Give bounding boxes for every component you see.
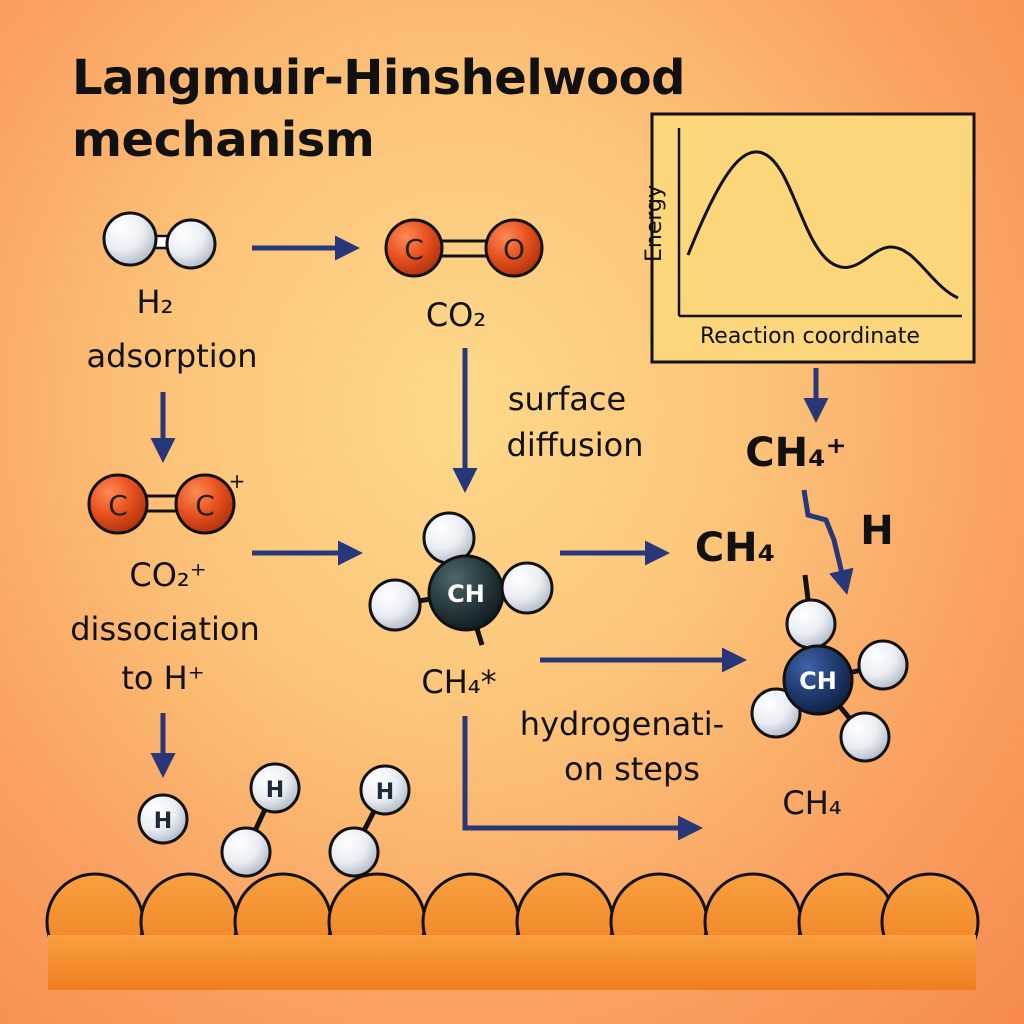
atom-label-h: H (376, 780, 394, 805)
hydrogenation-label-2: on steps (564, 750, 700, 788)
hydrogen-atom (500, 561, 554, 615)
energy-plot (650, 112, 976, 364)
hydrogen-atom (368, 578, 422, 632)
hydrogen-atom (857, 639, 909, 691)
diagram-title-line2: mechanism (72, 112, 375, 168)
dissociation-label: dissociation (70, 610, 260, 648)
atom-label-c: C (404, 233, 424, 266)
atom-label-h: H (154, 809, 172, 834)
hydrogen-atom (785, 598, 837, 650)
diagram-title-line1: Langmuir-Hinshelwood (72, 50, 685, 106)
co2-plus-molecule: C C + (87, 469, 246, 535)
hydrogen-atom (137, 793, 189, 845)
catalyst-surface (45, 872, 980, 990)
adsorption-label: adsorption (86, 337, 258, 375)
ch-molecule-center: CH (368, 511, 554, 646)
atom-label-ch: CH (799, 667, 837, 695)
energy-axis-label: Energy (642, 184, 667, 262)
h2-molecule (102, 211, 217, 270)
diffusion-label: diffusion (506, 426, 644, 464)
arrows (150, 235, 854, 841)
ch-molecule-right: CH (750, 574, 909, 763)
arrow-hydrogenation-path (462, 716, 703, 841)
surface-label: surface (507, 380, 627, 418)
charge-plus: + (229, 469, 246, 493)
atom-label-ch: CH (447, 580, 485, 608)
ch4-plus-label: CH₄⁺ (745, 430, 847, 476)
atom-label-h: H (266, 778, 284, 803)
hydrogenation-label-1: hydrogenati- (519, 705, 725, 743)
hydrogen-atom (102, 211, 158, 267)
hydrogen-atom (220, 826, 272, 878)
to-h-plus-label: to H⁺ (121, 659, 205, 697)
carbon-atom (87, 473, 149, 535)
carbon-atom (174, 473, 236, 535)
hydrogen-atom (750, 687, 802, 739)
oxygen-atom (484, 218, 544, 278)
ch4-star-label: CH₄* (421, 663, 497, 701)
ch4-product-label: CH₄ (694, 525, 776, 571)
atom-label-c: C (195, 489, 215, 522)
carbon-atom (782, 644, 854, 716)
hydrogen-atom (359, 764, 411, 816)
atom-label-o: O (503, 233, 525, 266)
carbon-atom (384, 218, 444, 278)
energy-profile-curve (686, 150, 959, 300)
co2-plus-label: CO₂⁺ (129, 556, 207, 594)
h-atom-label: H (860, 508, 894, 554)
hydrogen-atom (328, 826, 380, 878)
co2-molecule: C O (384, 218, 544, 278)
ch4-final-label: CH₄ (782, 784, 842, 822)
surface-hydrogens: H H H (137, 762, 411, 878)
co2-label: CO₂ (425, 296, 487, 334)
hydrogen-atom (165, 218, 217, 270)
atom-label-c: C (108, 489, 128, 522)
reaction-coordinate-label: Reaction coordinate (700, 324, 920, 349)
h2-label: H₂ (136, 283, 174, 321)
hydrogen-atom (249, 762, 301, 814)
arrow-ch4plus-to-ch (801, 489, 854, 595)
hydrogen-atom (839, 711, 891, 763)
surface-fill (48, 935, 976, 990)
